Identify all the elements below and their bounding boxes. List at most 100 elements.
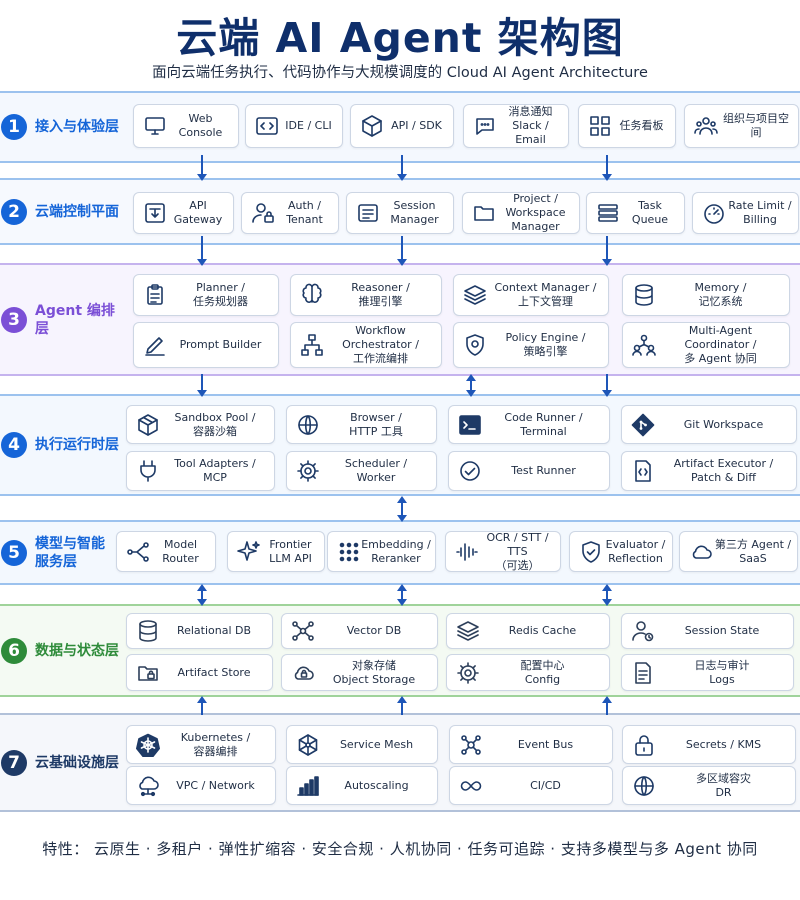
flow-arrow: [602, 584, 612, 606]
component-label: Event Bus: [517, 737, 574, 751]
component-card: Frontier LLM API: [227, 531, 325, 572]
component-label: Policy Engine / 策略引擎: [505, 331, 586, 358]
component-label: 日志与审计 Logs: [694, 658, 750, 686]
flow-arrow: [466, 374, 476, 397]
monitor-icon: [143, 114, 167, 138]
globe-icon: [296, 413, 320, 437]
layer-number-badge: 6: [1, 637, 27, 664]
layer-number-badge: 2: [1, 198, 27, 225]
component-card: Relational DB: [126, 613, 273, 649]
component-card: API Gateway: [133, 192, 234, 234]
database-icon: [632, 283, 656, 307]
database-icon: [136, 619, 160, 643]
code-brackets-icon: [255, 114, 279, 138]
component-card: Prompt Builder: [133, 322, 279, 368]
component-label: Service Mesh: [339, 737, 414, 751]
terminal-icon: [458, 413, 482, 437]
layer-number-badge: 3: [1, 306, 27, 333]
component-label: Relational DB: [176, 624, 252, 637]
layer-name: 云基础设施层: [35, 754, 119, 771]
component-card: Redis Cache: [446, 613, 610, 649]
chat-bubble-icon: [473, 114, 497, 138]
sparkle-icon: [237, 540, 261, 564]
component-label: Artifact Executor / Patch & Diff: [673, 457, 774, 484]
component-card: Tool Adapters / MCP: [126, 451, 275, 491]
globe-icon: [632, 774, 656, 798]
flow-arrow: [197, 584, 207, 606]
flow-arrow: [602, 236, 612, 266]
component-card: Auth / Tenant: [241, 192, 339, 234]
gear-icon: [296, 459, 320, 483]
layer-name: Agent 编排层: [35, 302, 115, 337]
component-card: Service Mesh: [286, 725, 438, 764]
component-label: Web Console: [178, 112, 223, 139]
component-label: Prompt Builder: [179, 338, 262, 351]
network-icon: [291, 619, 315, 643]
component-card: Memory / 记忆系统: [622, 274, 790, 316]
infinity-icon: [459, 774, 483, 798]
component-label: Context Manager / 上下文管理: [494, 281, 597, 308]
component-label: Session State: [684, 624, 760, 637]
component-card: 组织与项目空间: [684, 104, 799, 148]
component-card: Event Bus: [449, 725, 613, 764]
component-label: Code Runner / Terminal: [504, 410, 583, 438]
component-label: Vector DB: [346, 624, 402, 637]
kubernetes-icon: [136, 733, 160, 757]
user-state-icon: [631, 619, 655, 643]
component-card: Autoscaling: [286, 766, 438, 805]
cube-icon: [360, 114, 384, 138]
flow-arrow: [197, 236, 207, 266]
component-label: Session Manager: [390, 199, 439, 226]
layer-label: 6 数据与状态层: [0, 606, 128, 695]
component-label: 第三方 Agent / SaaS: [714, 537, 792, 565]
layer-number-badge: 7: [1, 749, 27, 776]
flow-arrow: [602, 696, 612, 715]
grid-icon: [588, 114, 612, 138]
queue-icon: [596, 201, 620, 225]
component-label: Evaluator / Reflection: [605, 537, 666, 565]
component-card: 多区域容灾 DR: [622, 766, 796, 805]
component-label: 消息通知 Slack / Email: [508, 105, 553, 146]
workflow-icon: [300, 333, 324, 357]
pen-icon: [143, 333, 167, 357]
component-card: Task Queue: [586, 192, 685, 234]
component-card: CI/CD: [449, 766, 613, 805]
component-label: Tool Adapters / MCP: [174, 457, 256, 484]
shield-gear-icon: [463, 333, 487, 357]
component-label: Secrets / KMS: [685, 737, 762, 751]
layer-name: 数据与状态层: [35, 642, 119, 659]
component-label: 组织与项目空间: [723, 112, 789, 139]
component-card: 任务看板: [578, 104, 676, 148]
component-label: Kubernetes / 容器编排: [180, 730, 251, 758]
component-card: Web Console: [133, 104, 239, 148]
layers-icon: [463, 283, 487, 307]
cloud-network-icon: [136, 774, 160, 798]
code-file-icon: [631, 459, 655, 483]
log-file-icon: [631, 661, 655, 685]
flow-arrow: [397, 155, 407, 181]
layer-name: 云端控制平面: [35, 203, 119, 220]
cloud-icon: [689, 540, 713, 564]
component-card: Sandbox Pool / 容器沙箱: [126, 405, 275, 444]
component-label: Memory / 记忆系统: [694, 281, 747, 308]
component-label: Test Runner: [511, 464, 576, 477]
sandbox-box-icon: [136, 413, 160, 437]
router-icon: [126, 540, 150, 564]
folder-icon: [472, 201, 496, 225]
component-label: OCR / STT / TTS （可选）: [486, 530, 549, 572]
flow-arrow: [602, 374, 612, 397]
component-card: Secrets / KMS: [622, 725, 796, 764]
layer-name: 执行运行时层: [35, 437, 119, 453]
gauge-icon: [702, 201, 726, 225]
component-card: Context Manager / 上下文管理: [453, 274, 609, 316]
component-card: Policy Engine / 策略引擎: [453, 322, 609, 368]
component-label: VPC / Network: [176, 778, 255, 792]
component-card: Reasoner / 推理引擎: [290, 274, 442, 316]
layers-icon: [456, 619, 480, 643]
component-card: Rate Limit / Billing: [692, 192, 799, 234]
component-label: 多区域容灾 DR: [696, 771, 751, 799]
flow-arrow: [602, 155, 612, 181]
component-label: 配置中心 Config: [520, 658, 565, 686]
component-card: Vector DB: [281, 613, 438, 649]
component-label: Project / Workspace Manager: [505, 192, 566, 233]
